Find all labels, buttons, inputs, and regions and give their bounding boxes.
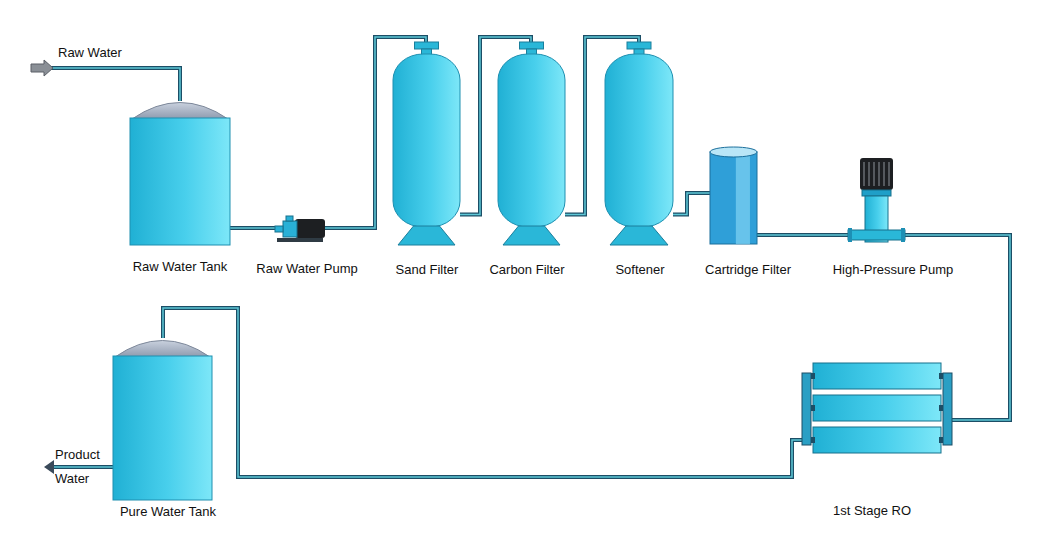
pipe-stroke	[163, 308, 802, 477]
ro-module-shape	[802, 363, 952, 453]
pipe-stroke	[673, 193, 710, 215]
raw-water-tank-shape	[130, 100, 230, 245]
equipment-label: Raw Water Tank	[133, 259, 228, 275]
pipe-connector	[163, 308, 802, 477]
pipe-connector	[230, 228, 275, 229]
sand-filter-shape	[393, 42, 460, 245]
equipment-label: Carbon Filter	[489, 262, 564, 278]
pipe-stroke	[163, 308, 802, 477]
equipment-label: Pure Water Tank	[120, 504, 216, 520]
carbon-filter-shape	[498, 42, 565, 245]
ro-module: 1st Stage RO	[802, 363, 952, 453]
high-pressure-pump: High-Pressure Pump	[848, 158, 905, 244]
pure-water-tank: Pure Water Tank	[113, 338, 212, 500]
softener: Softener	[605, 42, 673, 245]
sand-filter: Sand Filter	[393, 42, 460, 245]
pipe-connector	[757, 234, 848, 235]
carbon-filter: Carbon Filter	[498, 42, 565, 245]
pipe-stroke	[757, 234, 848, 236]
equipment-label: High-Pressure Pump	[833, 262, 954, 278]
high-pressure-pump-shape	[848, 158, 905, 244]
pipe-connector	[673, 193, 710, 215]
equipment-label: Sand Filter	[396, 262, 459, 278]
cartridge-filter-shape	[710, 146, 757, 244]
pipe-stroke	[230, 227, 275, 229]
equipment-label: 1st Stage RO	[833, 503, 911, 519]
outlet-label: Product Water	[55, 443, 111, 491]
raw-water-pump: Raw Water Pump	[275, 216, 325, 242]
pipe-stroke	[673, 193, 710, 215]
pipe-stroke	[757, 233, 848, 237]
softener-shape	[605, 42, 673, 245]
raw-water-inlet-pipe	[31, 60, 180, 101]
raw-water-tank: Raw Water Tank	[130, 100, 230, 245]
cartridge-filter: Cartridge Filter	[710, 146, 757, 244]
pipe-stroke	[230, 226, 275, 230]
equipment-label: Raw Water Pump	[256, 261, 357, 277]
pure-water-tank-shape	[113, 338, 212, 500]
equipment-label: Softener	[615, 262, 664, 278]
inlet-label: Raw Water	[58, 41, 122, 65]
raw-water-pump-shape	[275, 216, 325, 242]
equipment-label: Cartridge Filter	[705, 262, 791, 278]
